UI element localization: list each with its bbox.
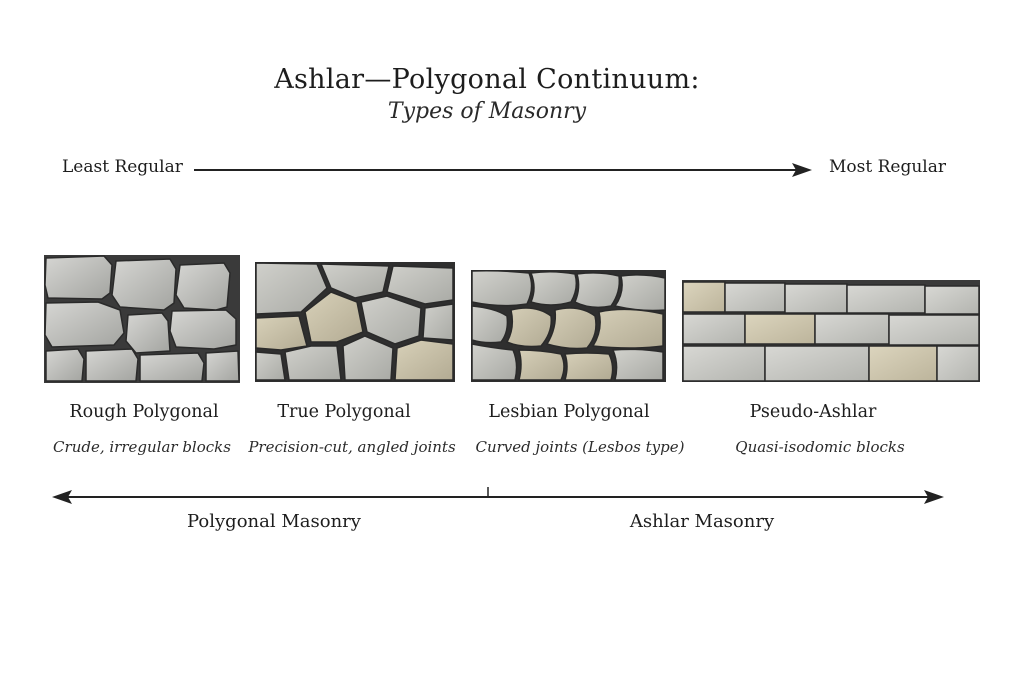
diagram-title: Ashlar—Polygonal Continuum: [274,64,700,95]
diagram-subtitle: Types of Masonry [387,99,587,124]
most-regular-label: Most Regular [829,157,946,177]
masonry-divider-arrow [52,487,944,504]
type-name-rough-polygonal: Rough Polygonal [69,402,219,422]
type-desc-pseudo-ashlar: Quasi-isodomic blocks [735,438,905,456]
polygonal-masonry-label: Polygonal Masonry [187,511,361,532]
type-desc-lesbian-polygonal: Curved joints (Lesbos type) [475,438,685,456]
true-polygonal-wall [255,262,455,382]
lesbian-polygonal-wall [471,270,666,382]
least-regular-label: Least Regular [62,157,183,177]
rough-polygonal-wall [44,255,240,383]
type-name-lesbian-polygonal: Lesbian Polygonal [488,402,650,422]
type-name-pseudo-ashlar: Pseudo-Ashlar [749,402,877,422]
regularity-arrow [194,163,812,177]
type-desc-true-polygonal: Precision-cut, angled joints [248,438,456,456]
type-name-true-polygonal: True Polygonal [277,402,411,422]
pseudo-ashlar-wall [682,280,980,382]
ashlar-masonry-label: Ashlar Masonry [629,511,775,532]
type-desc-rough-polygonal: Crude, irregular blocks [53,438,231,456]
